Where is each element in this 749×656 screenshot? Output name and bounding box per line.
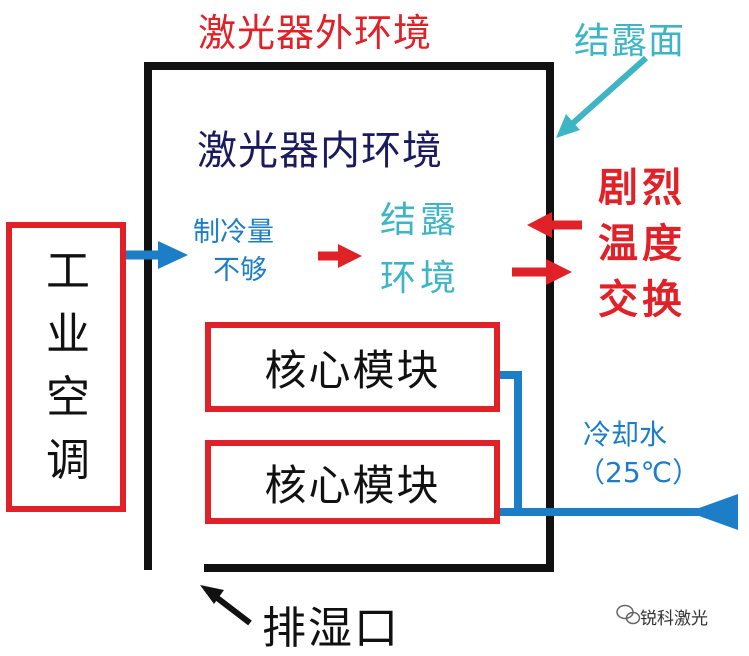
cooling-water-label: 冷却水 （25℃） bbox=[577, 416, 700, 492]
industrial-ac-label: 工 业 空 调 bbox=[38, 240, 98, 492]
ac-char: 工 bbox=[46, 246, 90, 297]
exchange-line1: 剧烈 bbox=[598, 165, 686, 211]
industrial-ac-box bbox=[6, 222, 126, 512]
temperature-exchange-label: 剧烈 温度 交换 bbox=[598, 160, 686, 328]
cooling-water-line1: 冷却水 bbox=[583, 418, 668, 451]
cooling-line2: 不够 bbox=[213, 255, 267, 286]
watermark-text: 锐科激光 bbox=[640, 609, 708, 629]
laser-enclosure-frame bbox=[144, 62, 554, 572]
core-module-1: 核心模块 bbox=[205, 322, 500, 412]
condensation-environment-label: 结露 环境 bbox=[380, 192, 460, 308]
exchange-arrow-in bbox=[527, 212, 582, 238]
exchange-line2: 温度 bbox=[598, 221, 686, 267]
condensation-line1: 结露 bbox=[380, 200, 461, 241]
condensation-line2: 环境 bbox=[380, 258, 461, 299]
cooling-water-arrow bbox=[688, 494, 738, 530]
condensation-surface-label: 结露面 bbox=[574, 21, 686, 62]
exchange-arrow-out bbox=[512, 259, 572, 285]
core-module-2: 核心模块 bbox=[205, 440, 500, 524]
cooling-line1: 制冷量 bbox=[193, 217, 274, 248]
exchange-line3: 交换 bbox=[598, 277, 686, 323]
inner-environment-title: 激光器内环境 bbox=[197, 128, 443, 174]
condensation-surface-arrow bbox=[556, 55, 648, 138]
drain-arrow bbox=[200, 585, 252, 626]
core-module-label: 核心模块 bbox=[264, 345, 441, 395]
ac-char: 业 bbox=[46, 309, 90, 360]
outer-environment-title: 激光器外环境 bbox=[198, 11, 433, 55]
insufficient-cooling-label: 制冷量 不够 bbox=[193, 214, 274, 290]
ac-char: 调 bbox=[46, 435, 90, 486]
drain-outlet-label: 排湿口 bbox=[262, 603, 400, 654]
cooling-to-condensation-arrow bbox=[318, 244, 362, 268]
wechat-icon bbox=[616, 604, 641, 625]
core-module-label: 核心模块 bbox=[264, 460, 441, 510]
ac-char: 空 bbox=[46, 372, 90, 423]
cooling-water-line2: （25℃） bbox=[577, 456, 701, 489]
